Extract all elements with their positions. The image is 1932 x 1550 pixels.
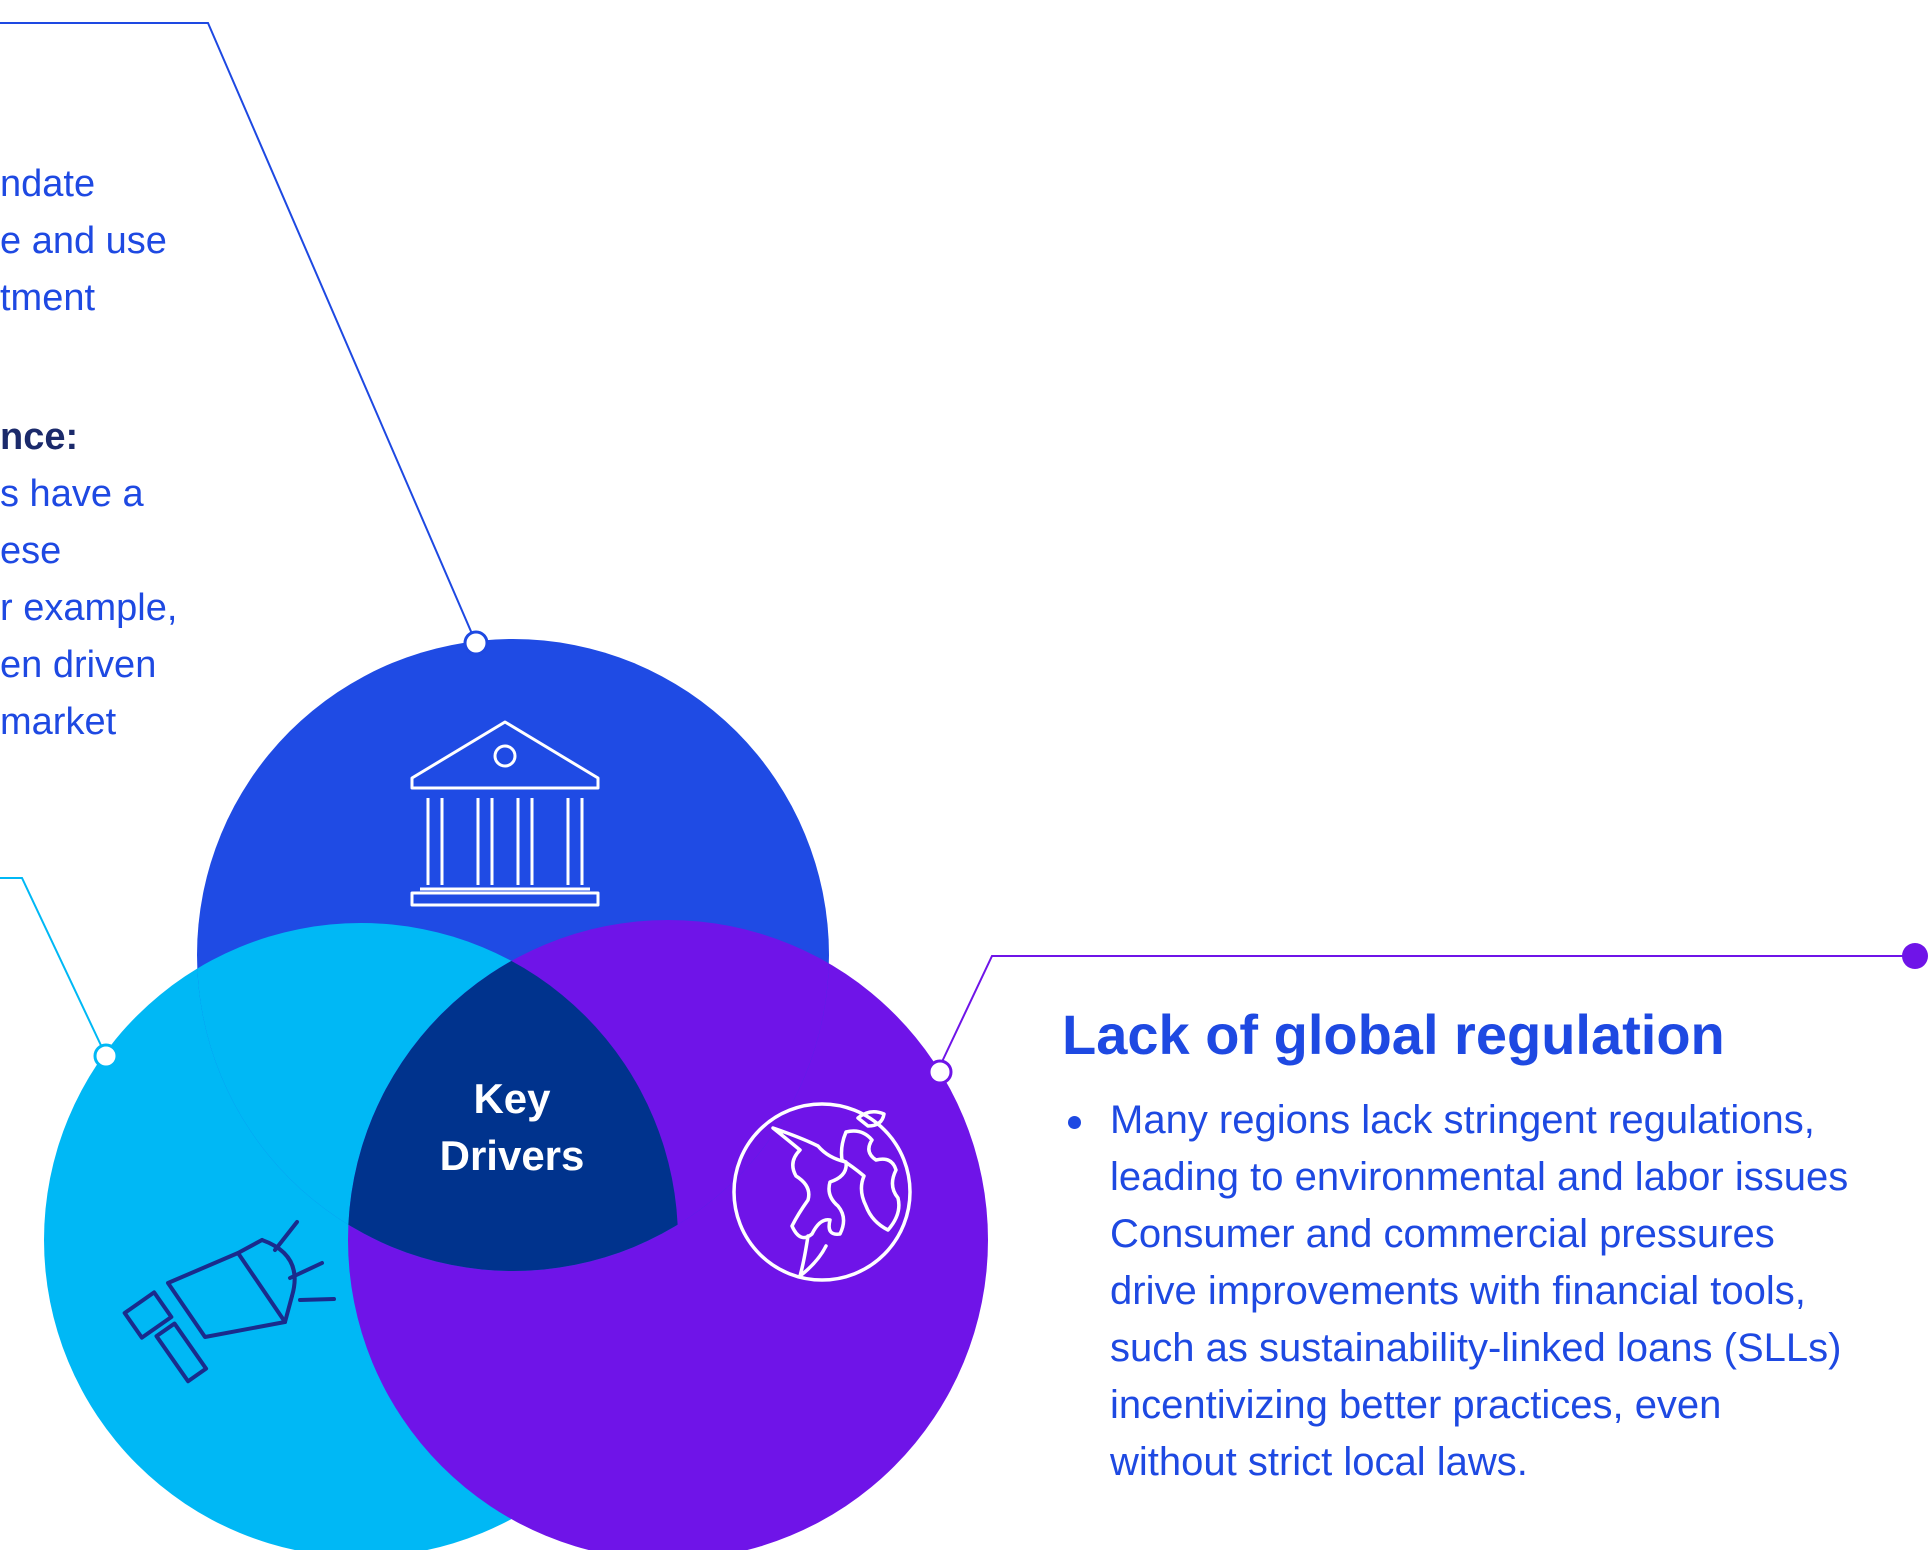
left-callout-connector <box>0 877 107 1057</box>
callout-line: e and use <box>0 220 167 262</box>
callout-line: tment <box>0 277 96 319</box>
right-callout-dot <box>927 1059 953 1085</box>
top-callout-dot <box>463 630 489 656</box>
callout-line: market <box>0 701 117 743</box>
key-drivers-label: Key Drivers <box>412 1070 612 1184</box>
globe-icon <box>732 1102 912 1282</box>
megaphone-icon <box>122 1220 336 1384</box>
callout-line: en driven <box>0 644 157 686</box>
callout-line: s have a <box>0 473 144 515</box>
bank-building-icon <box>410 720 600 907</box>
right-line-end-dot <box>1902 943 1928 969</box>
left-callout-dot <box>93 1043 119 1069</box>
right-callout-connector <box>939 955 1915 1067</box>
key-drivers-label-line2: Drivers <box>439 1132 585 1179</box>
key-drivers-label-line1: Key <box>473 1075 551 1122</box>
callout-line: ndate <box>0 163 96 205</box>
regulation-heading: Lack of global regulation <box>1062 1003 1725 1066</box>
callout-heading-fragment: nce: <box>0 416 79 458</box>
regulation-bullet-text: Many regions lack stringent regulations,… <box>1110 1098 1849 1484</box>
top-callout-connector <box>0 22 477 644</box>
callout-line: ese <box>0 530 62 572</box>
bullet-dot-icon <box>1068 1116 1081 1129</box>
callout-line: r example, <box>0 587 178 629</box>
